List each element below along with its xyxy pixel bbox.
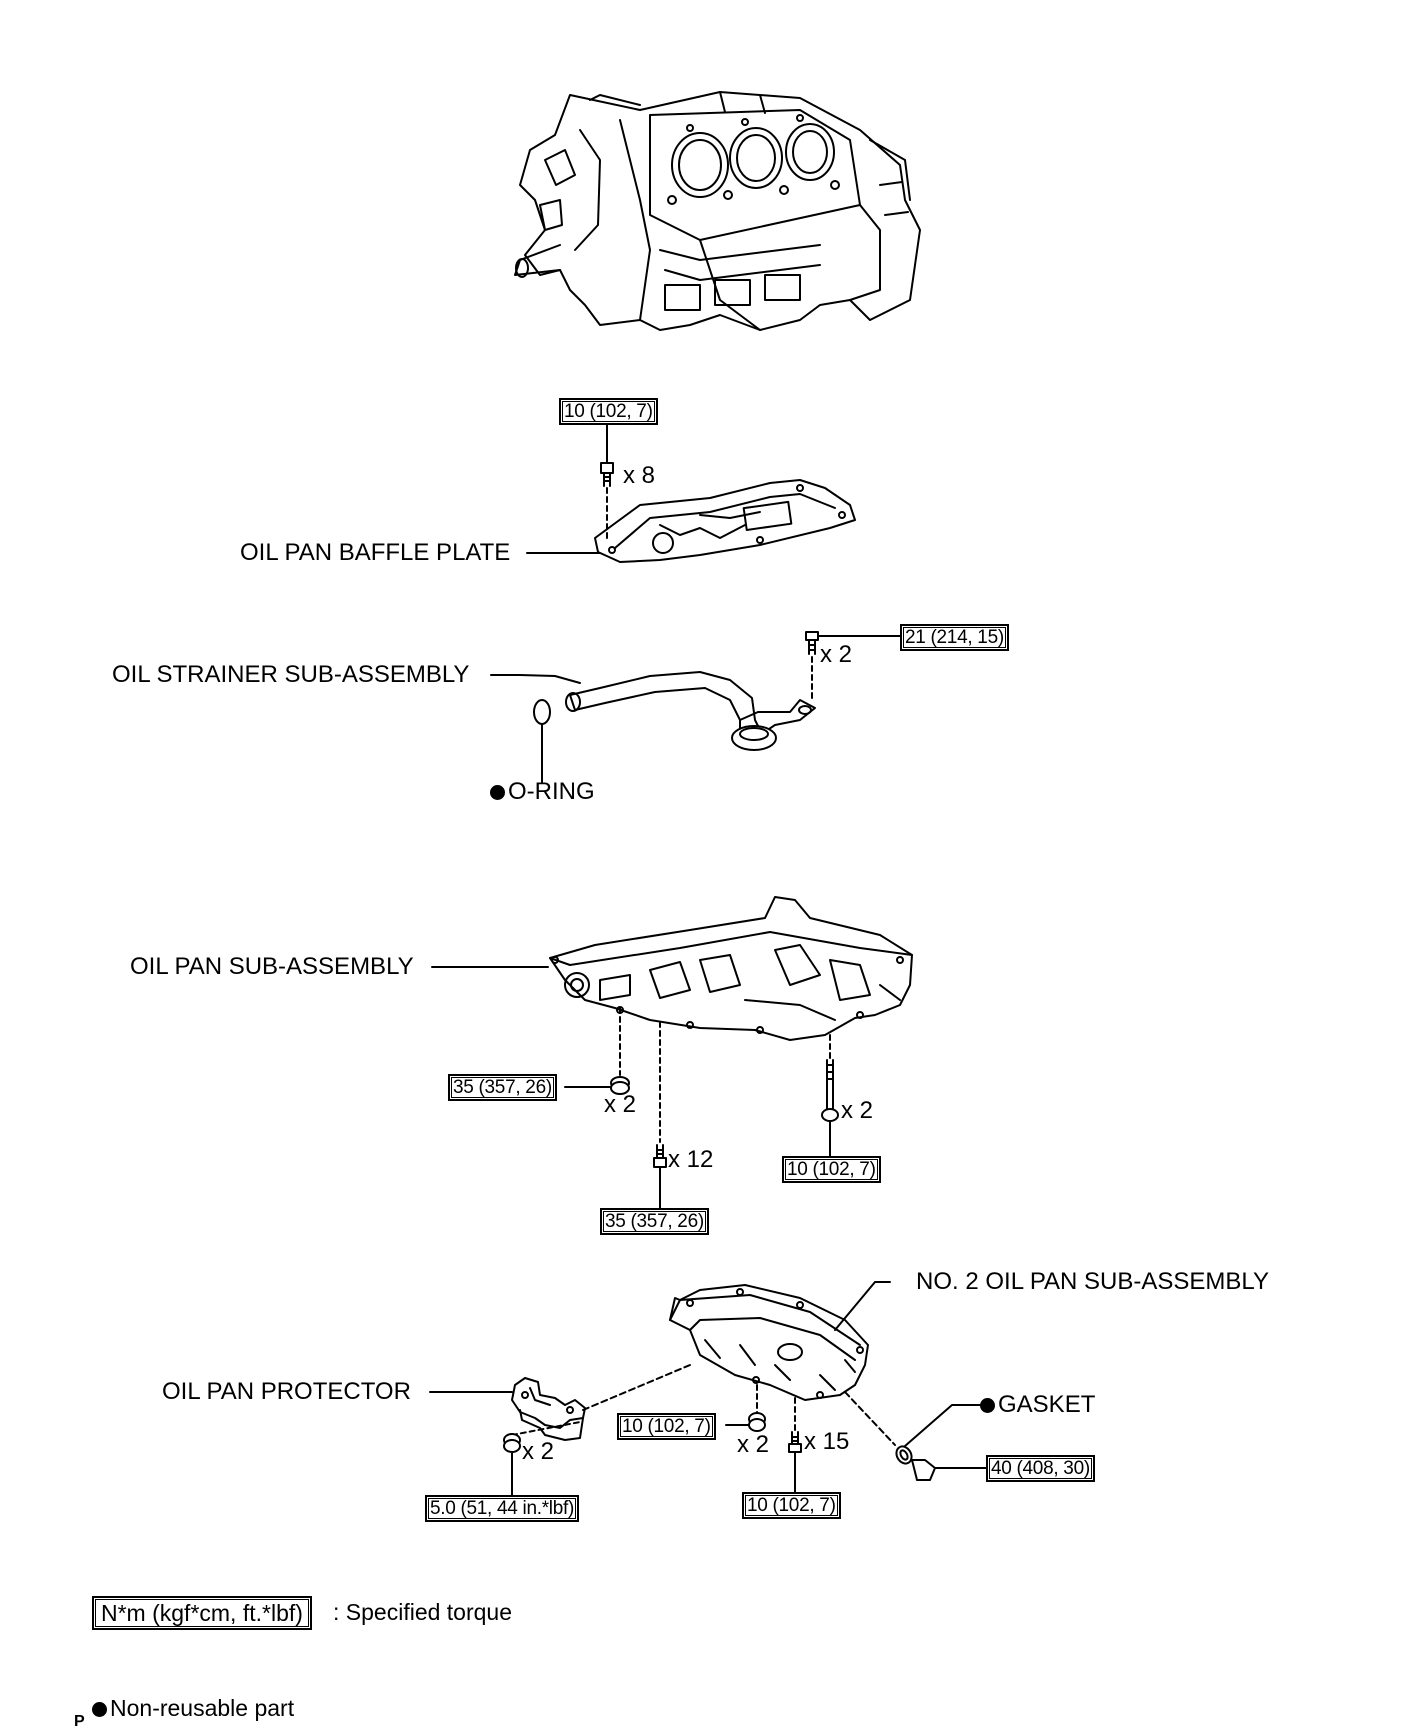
o-ring-illustration bbox=[533, 699, 551, 725]
qty-no2-bolts: x 15 bbox=[804, 1428, 850, 1455]
qty-baffle-bolts: x 8 bbox=[623, 462, 656, 489]
qty-no2-nuts: x 2 bbox=[737, 1431, 770, 1458]
qty-pan-studs: x 2 bbox=[841, 1097, 874, 1124]
label-o-ring: O-RING bbox=[490, 778, 595, 806]
oil-pan-baffle-plate-illustration bbox=[594, 479, 856, 563]
qty-strainer-bolts: x 2 bbox=[820, 641, 853, 668]
no2-oil-pan-nut bbox=[725, 1384, 766, 1432]
no2-oil-pan-bolt bbox=[788, 1397, 802, 1496]
non-reusable-dot-icon bbox=[980, 1398, 995, 1413]
label-gasket: GASKET bbox=[980, 1391, 1095, 1419]
label-oil-pan: OIL PAN SUB-ASSEMBLY bbox=[130, 953, 414, 980]
oil-pan-bolt bbox=[653, 1021, 667, 1211]
torque-no2-bolts: 10 (102, 7) bbox=[742, 1492, 841, 1519]
label-oil-pan-protector: OIL PAN PROTECTOR bbox=[162, 1378, 411, 1405]
non-reusable-dot-icon bbox=[490, 785, 505, 800]
oil-pan-illustration bbox=[549, 896, 913, 1041]
qty-protector-nuts: x 2 bbox=[522, 1438, 555, 1465]
torque-baffle-bolts: 10 (102, 7) bbox=[559, 398, 658, 425]
label-oil-pan-baffle-plate: OIL PAN BAFFLE PLATE bbox=[240, 539, 511, 566]
label-oil-strainer: OIL STRAINER SUB-ASSEMBLY bbox=[112, 661, 470, 688]
oil-strainer-illustration bbox=[565, 671, 816, 751]
oil-pan-protector-illustration bbox=[511, 1377, 586, 1441]
no2-oil-pan-illustration bbox=[669, 1284, 869, 1401]
qty-pan-bolts: x 12 bbox=[668, 1146, 714, 1173]
non-reusable-dot-icon bbox=[92, 1702, 107, 1717]
engine-block-illustration bbox=[514, 91, 921, 331]
strainer-bolt bbox=[805, 631, 906, 703]
torque-drain-plug: 40 (408, 30) bbox=[986, 1455, 1095, 1482]
baffle-plate-bolt bbox=[600, 409, 614, 541]
label-no2-oil-pan: NO. 2 OIL PAN SUB-ASSEMBLY bbox=[916, 1268, 1269, 1295]
torque-strainer-bolts: 21 (214, 15) bbox=[900, 624, 1009, 651]
torque-pan-studs: 10 (102, 7) bbox=[782, 1156, 881, 1183]
legend-torque-box: N*m (kgf*cm, ft.*lbf) bbox=[92, 1596, 312, 1630]
torque-protector-nuts: 5.0 (51, 44 in.*lbf) bbox=[425, 1495, 579, 1522]
torque-pan-bolts: 35 (357, 26) bbox=[600, 1208, 709, 1235]
legend-torque-description: : Specified torque bbox=[333, 1599, 513, 1625]
oil-pan-stud bbox=[821, 1034, 839, 1161]
protector-nut bbox=[503, 1421, 581, 1501]
oil-pan-nut bbox=[564, 1007, 630, 1095]
drain-plug-and-gasket bbox=[844, 1391, 991, 1481]
torque-pan-nuts: 35 (357, 26) bbox=[448, 1074, 557, 1101]
page-mark: P bbox=[74, 1713, 85, 1730]
torque-no2-nuts: 10 (102, 7) bbox=[617, 1413, 716, 1440]
qty-pan-nuts: x 2 bbox=[604, 1091, 637, 1118]
legend-non-reusable: Non-reusable part bbox=[92, 1694, 294, 1722]
